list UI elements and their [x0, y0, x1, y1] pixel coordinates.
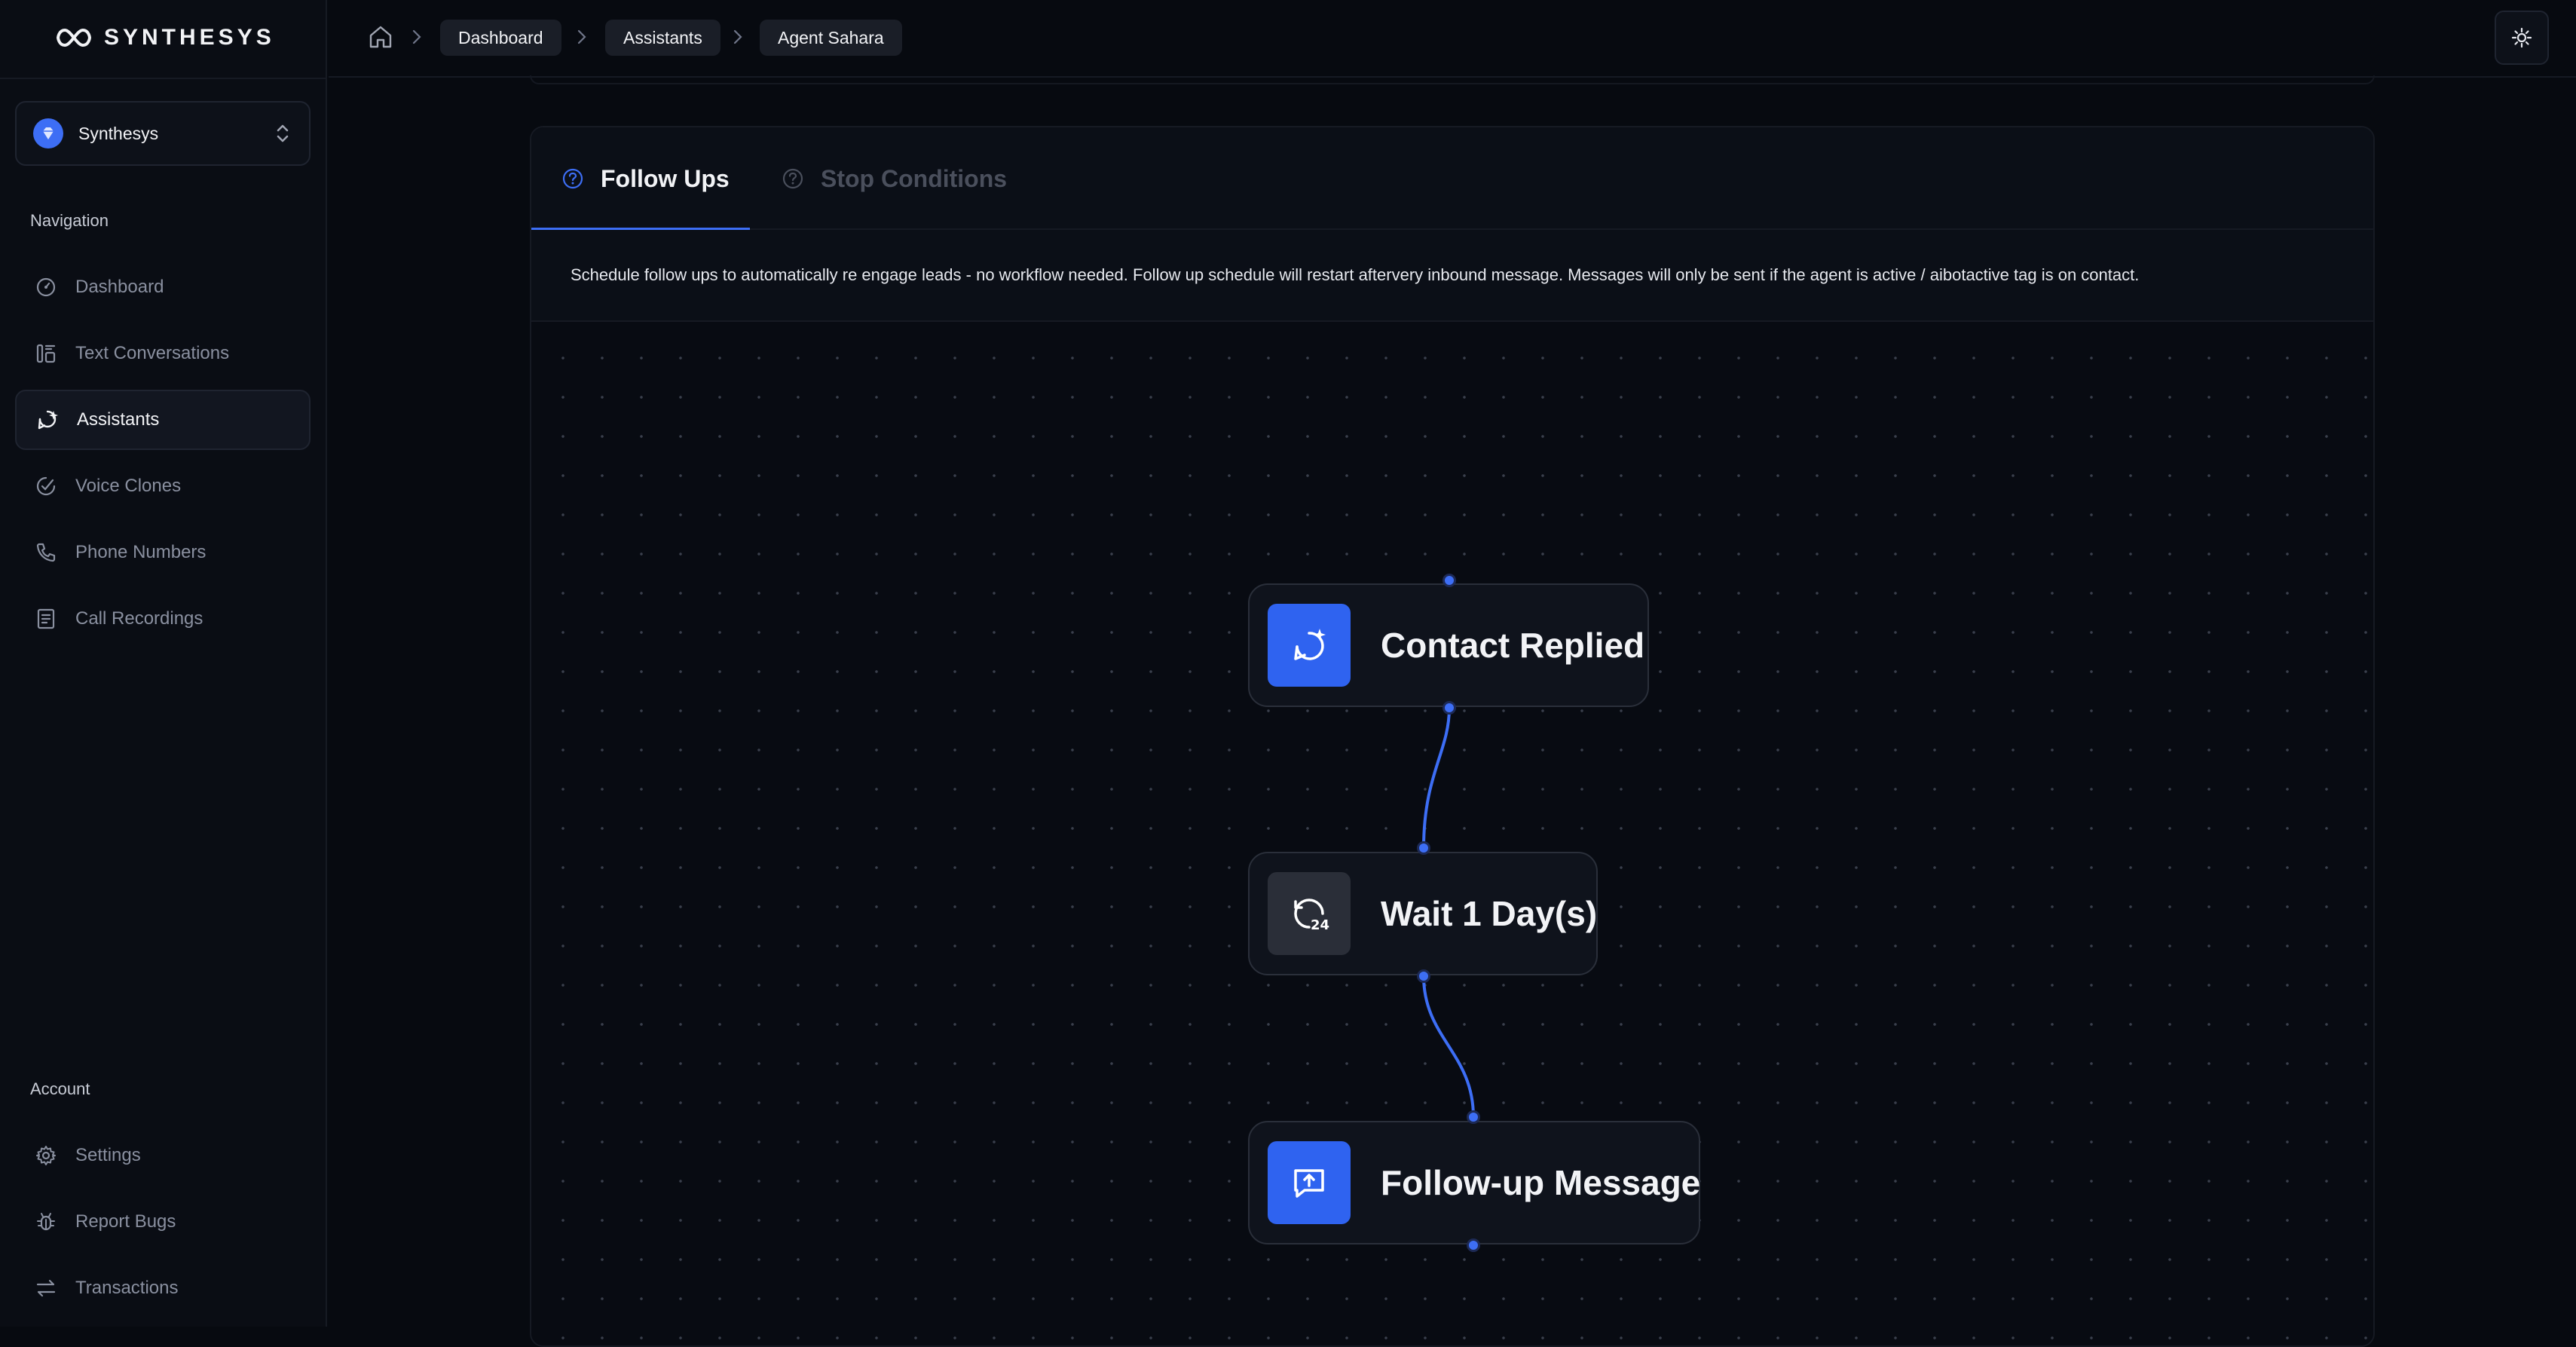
transfer-icon — [36, 1279, 56, 1297]
chevron-right-icon — [577, 29, 586, 44]
workspace-avatar — [33, 118, 63, 148]
node-input-handle[interactable] — [1417, 841, 1430, 855]
sidebar-item-call-recordings[interactable]: Call Recordings — [15, 589, 311, 649]
node-icon-box — [1268, 604, 1351, 687]
tab-label: Stop Conditions — [821, 164, 1008, 192]
chevron-right-icon — [733, 29, 742, 44]
help-circle-icon — [782, 168, 803, 189]
sidebar: SYNTHESYS Synthesys Navigation Dashboard… — [0, 0, 327, 1327]
sidebar-item-label: Text Conversations — [75, 343, 230, 363]
breadcrumb-assistants[interactable]: Assistants — [605, 20, 720, 56]
home-icon[interactable] — [368, 24, 393, 50]
brand-name: SYNTHESYS — [104, 25, 275, 50]
gauge-icon — [36, 277, 56, 297]
bug-icon — [37, 1213, 55, 1231]
diamond-icon — [43, 127, 54, 139]
breadcrumb-dashboard[interactable]: Dashboard — [440, 20, 561, 56]
sidebar-item-voice-clones[interactable]: Voice Clones — [15, 456, 311, 516]
breadcrumb-agent[interactable]: Agent Sahara — [760, 20, 902, 56]
sidebar-divider — [0, 78, 327, 79]
account-section-label: Account — [30, 1079, 90, 1098]
node-output-handle[interactable] — [1442, 701, 1456, 715]
gear-icon — [36, 1146, 56, 1165]
active-tab-indicator — [531, 228, 750, 230]
voice-clone-icon — [36, 476, 56, 496]
node-output-handle[interactable] — [1467, 1238, 1480, 1252]
top-bar: Dashboard Assistants Agent Sahara — [329, 0, 2576, 78]
flow-edges — [1422, 707, 1475, 1118]
sidebar-item-dashboard[interactable]: Dashboard — [15, 257, 311, 317]
tab-follow-ups[interactable]: Follow Ups — [561, 127, 730, 230]
tab-label: Follow Ups — [601, 164, 730, 192]
tab-bar: Follow Ups Stop Conditions — [531, 127, 2373, 230]
chevron-up-down-icon — [277, 124, 289, 142]
tab-stop-conditions[interactable]: Stop Conditions — [782, 127, 1007, 230]
chevron-right-icon — [412, 29, 421, 44]
edge-replied-to-wait — [1422, 707, 1451, 849]
node-label: Follow-up Message — [1381, 1163, 1701, 1202]
message-upload-icon — [1294, 1169, 1324, 1198]
node-icon-box: 24 — [1268, 872, 1351, 955]
sidebar-item-assistants[interactable]: Assistants — [15, 390, 311, 450]
sidebar-item-label: Report Bugs — [75, 1211, 176, 1232]
sidebar-item-settings[interactable]: Settings — [15, 1125, 311, 1186]
sidebar-item-phone-numbers[interactable]: Phone Numbers — [15, 522, 311, 583]
sun-icon — [2511, 27, 2532, 48]
node-label: Wait 1 Day(s) — [1381, 894, 1598, 933]
sidebar-item-text-conversations[interactable]: Text Conversations — [15, 323, 311, 384]
chat-sparkle-icon — [1294, 629, 1326, 660]
sidebar-item-label: Call Recordings — [75, 608, 203, 629]
sidebar-item-label: Voice Clones — [75, 476, 182, 496]
sidebar-item-report-bugs[interactable]: Report Bugs — [15, 1192, 311, 1252]
flow-canvas[interactable]: Contact Replied 24 Wait 1 Day(s) — [531, 322, 2373, 1345]
infinity-logo-icon — [56, 28, 92, 47]
node-output-handle[interactable] — [1417, 969, 1430, 983]
clock-24-icon: 24 — [1294, 899, 1329, 933]
help-circle-icon — [562, 168, 583, 189]
recording-icon — [37, 608, 55, 629]
node-label: Contact Replied — [1381, 626, 1645, 665]
sidebar-item-transactions[interactable]: Transactions — [15, 1258, 311, 1318]
node-input-handle[interactable] — [1467, 1110, 1480, 1124]
navigation-section-label: Navigation — [30, 211, 109, 230]
edge-wait-to-message — [1422, 975, 1475, 1118]
text-conversations-icon — [36, 344, 56, 363]
sidebar-item-label: Transactions — [75, 1278, 179, 1298]
node-icon-box — [1268, 1141, 1351, 1224]
sidebar-item-label: Dashboard — [75, 277, 164, 297]
phone-icon — [36, 543, 56, 562]
follow-ups-panel: Follow Ups Stop Conditions Schedule foll… — [530, 126, 2375, 1347]
sidebar-item-label: Settings — [75, 1145, 141, 1165]
svg-text:24: 24 — [1311, 917, 1329, 933]
sidebar-item-label: Phone Numbers — [75, 542, 207, 562]
node-input-handle[interactable] — [1442, 574, 1456, 587]
upper-card-edge — [530, 75, 2375, 84]
sidebar-item-label: Assistants — [77, 409, 160, 430]
flow-node-wait[interactable]: 24 Wait 1 Day(s) — [1248, 852, 1598, 975]
assistant-icon — [38, 410, 58, 430]
workspace-switcher[interactable]: Synthesys — [15, 101, 311, 166]
flow-node-contact-replied[interactable]: Contact Replied — [1248, 583, 1649, 707]
theme-toggle-button[interactable] — [2495, 11, 2549, 65]
flow-node-follow-up-message[interactable]: Follow-up Message — [1248, 1121, 1700, 1244]
workspace-name: Synthesys — [78, 123, 159, 143]
follow-up-description: Schedule follow ups to automatically re … — [531, 230, 2373, 322]
brand-logo[interactable]: SYNTHESYS — [56, 23, 275, 53]
